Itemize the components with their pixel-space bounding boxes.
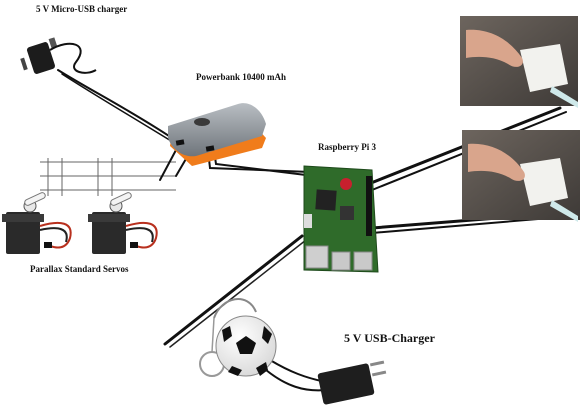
usb-charger: usb-wall-charger-icon	[317, 360, 387, 405]
micro-usb-charger: wall-charger-icon	[20, 37, 97, 74]
servo-right: servo-motor-icon	[88, 192, 158, 254]
wire-powerbank-to-grid	[159, 149, 177, 181]
label-powerbank: Powerbank 10400 mAh	[196, 72, 286, 82]
wire-charger-to-powerbank	[57, 69, 173, 139]
label-servos: Parallax Standard Servos	[30, 264, 129, 274]
soccer-ball-speaker: soccer-ball-speaker-icon	[199, 298, 277, 377]
raspberry-pi-board: circuit-board-icon	[303, 165, 379, 273]
powerbank: battery-icon	[168, 103, 266, 166]
touch-sensor-photo-bottom: finger-touch-pad-photo	[462, 130, 580, 222]
touch-sensor-photo-top: finger-touch-pad-photo	[460, 16, 578, 108]
servo-wiring-grid	[40, 158, 176, 196]
wire-pi-to-speaker	[163, 234, 304, 346]
servo-left: servo-motor-icon	[2, 192, 72, 254]
label-micro-usb-charger: 5 V Micro-USB charger	[36, 4, 127, 14]
label-usb-charger: 5 V USB-Charger	[344, 331, 436, 345]
label-raspberry-pi: Raspberry Pi 3	[318, 142, 376, 152]
